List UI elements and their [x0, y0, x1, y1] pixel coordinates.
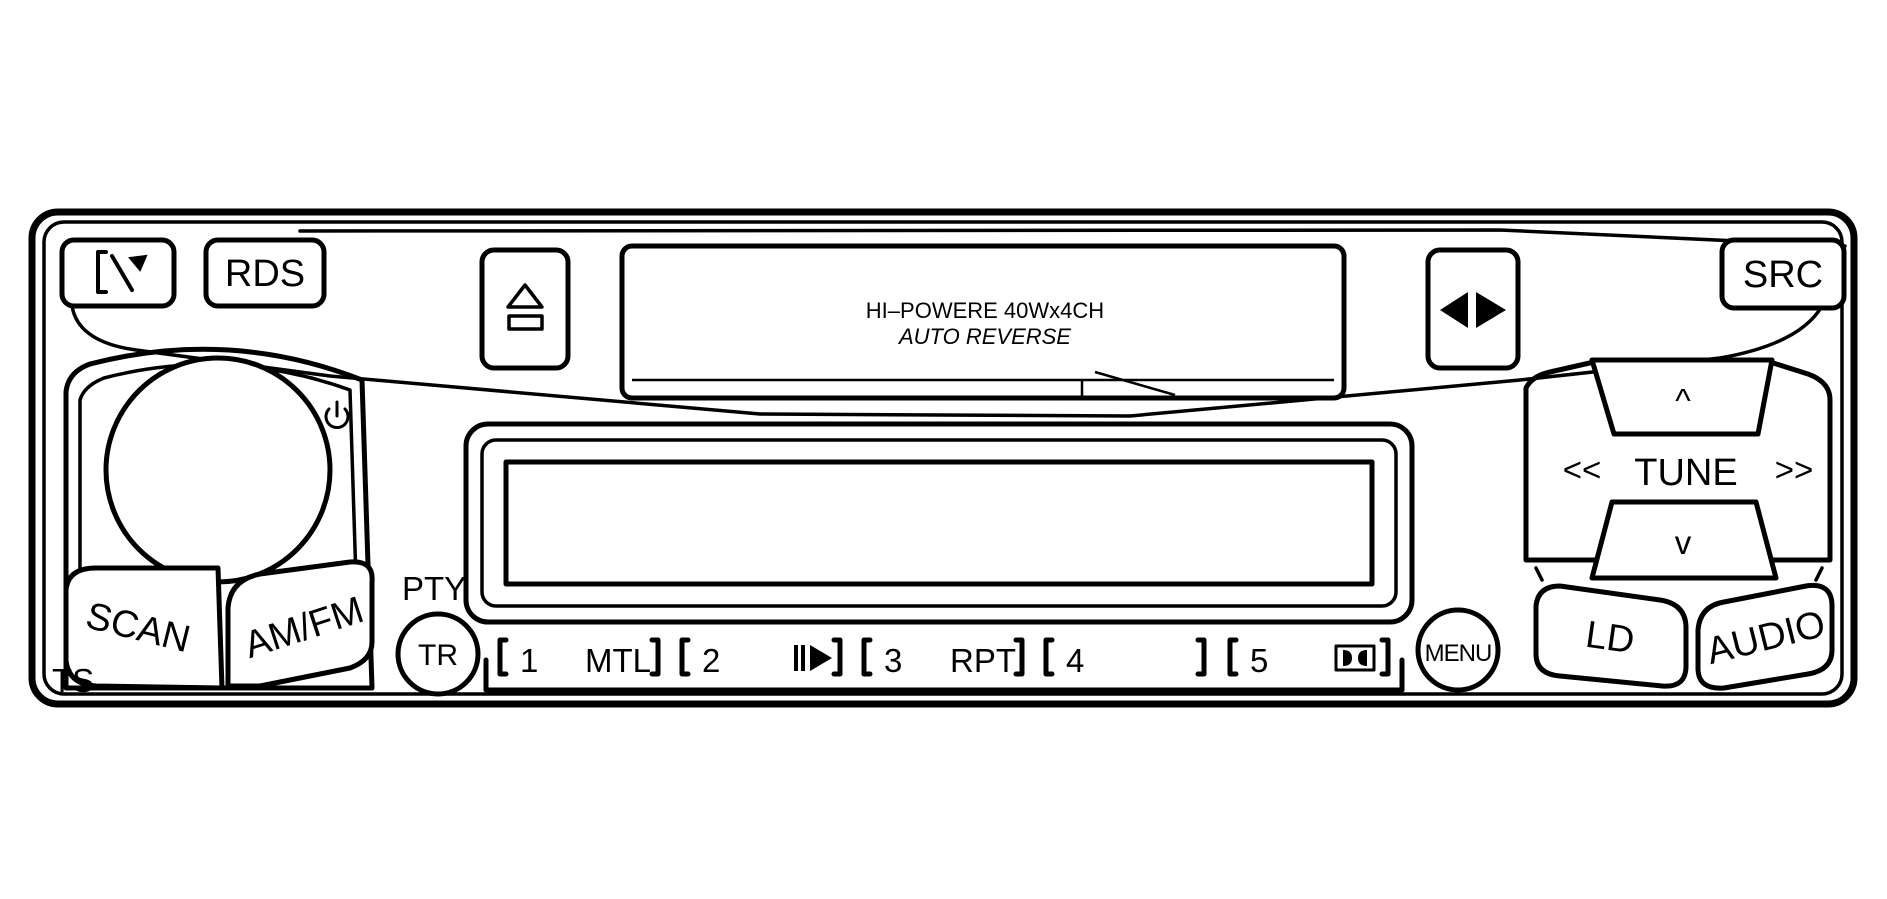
preset-button-1[interactable]: 1 MTL: [497, 637, 661, 679]
tune-down-arrow: v: [1675, 524, 1692, 561]
tune-seek-left[interactable]: <<: [1563, 451, 1602, 488]
audio-button[interactable]: AUDIO: [1695, 582, 1835, 691]
preset-2-number: 2: [702, 642, 720, 679]
preset-button-5[interactable]: 5: [1227, 637, 1391, 679]
tape-direction-button[interactable]: [1425, 247, 1521, 371]
play-pause-icon: [794, 645, 832, 671]
scan-wave-icon: [96, 250, 148, 294]
tune-up-arrow: ^: [1675, 382, 1691, 419]
preset-3-label: RPT: [950, 642, 1016, 679]
rds-button[interactable]: RDS: [203, 237, 327, 309]
src-button[interactable]: SRC: [1719, 237, 1847, 311]
eject-icon: [506, 283, 544, 331]
power-icon: [324, 400, 350, 429]
scan-button[interactable]: SCAN: [63, 565, 225, 691]
menu-label: MENU: [1425, 640, 1492, 667]
tr-label: TR: [418, 639, 458, 672]
ld-button[interactable]: LD: [1533, 583, 1689, 689]
preset-1-label: MTL: [585, 642, 651, 679]
display: [463, 421, 1415, 625]
pty-label: PTY: [402, 570, 466, 607]
tune-seek-right[interactable]: >>: [1775, 451, 1814, 488]
tune-label: TUNE: [1634, 452, 1737, 494]
dolby-icon: [1334, 644, 1376, 672]
scan-wave-button[interactable]: [59, 237, 177, 309]
eject-button[interactable]: [479, 247, 571, 371]
tune-rocker: [1523, 359, 1833, 582]
preset-bar: [483, 657, 1405, 693]
tr-button[interactable]: TR: [395, 611, 481, 697]
ts-label: TS: [52, 662, 94, 699]
preset-5-number: 5: [1250, 642, 1268, 679]
ld-label: LD: [1583, 614, 1637, 662]
rds-label: RDS: [225, 253, 305, 295]
cassette-line-2: AUTO REVERSE: [897, 324, 1071, 349]
amfm-button[interactable]: AM/FM: [225, 559, 375, 689]
preset-1-number: 1: [520, 642, 538, 679]
preset-button-3[interactable]: 3 RPT: [861, 637, 1025, 679]
cassette-line-1: HI–POWERE 40Wx4CH: [866, 298, 1104, 323]
preset-button-2[interactable]: 2: [679, 637, 843, 679]
tune-down-button[interactable]: v: [1589, 499, 1779, 581]
tape-direction-icon: [1440, 292, 1506, 328]
preset-button-4[interactable]: 4: [1043, 637, 1207, 679]
tune-up-button[interactable]: ^: [1589, 357, 1775, 437]
cassette-door[interactable]: HI–POWERE 40Wx4CH AUTO REVERSE: [619, 243, 1347, 401]
src-label: SRC: [1743, 254, 1823, 296]
preset-3-number: 3: [884, 642, 902, 679]
menu-button[interactable]: MENU: [1415, 607, 1501, 693]
preset-4-number: 4: [1066, 642, 1084, 679]
volume-knob[interactable]: [103, 355, 333, 585]
